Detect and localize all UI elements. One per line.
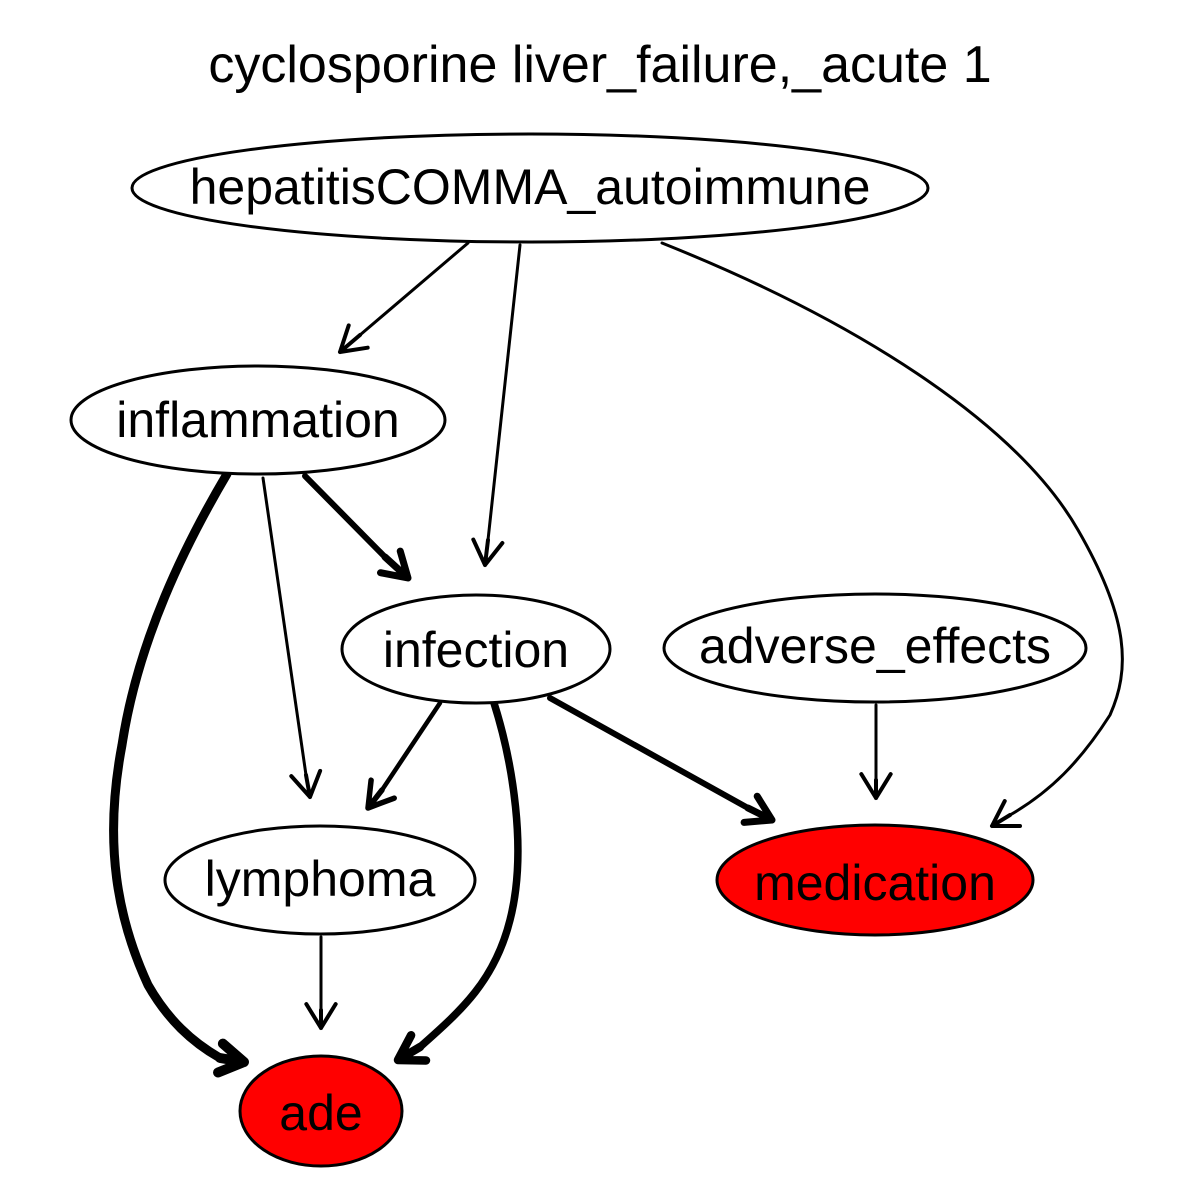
arrowhead <box>471 537 505 567</box>
edge-line <box>261 476 308 777</box>
edge-hepatitis-to-medication <box>660 241 1124 829</box>
node-inflammation[interactable]: inflammation <box>69 364 447 476</box>
arrowhead <box>377 547 412 582</box>
node-label: infection <box>383 622 569 678</box>
edge-line <box>486 243 522 542</box>
node-ellipse[interactable] <box>662 592 1088 704</box>
edge-hepatitis-to-inflammation <box>338 241 470 354</box>
arrowhead <box>365 777 397 811</box>
edge-line <box>302 473 388 560</box>
edge-inflammation-to-ade <box>109 469 249 1078</box>
node-hepatitis[interactable]: hepatitisCOMMA_autoimmune <box>130 132 930 244</box>
edge-infection-to-lymphoma <box>365 700 443 811</box>
nodes-layer: hepatitisCOMMA_autoimmune inflammation inf… <box>69 132 1088 1168</box>
node-label: medication <box>754 855 996 911</box>
arrowhead <box>289 768 323 799</box>
node-ellipse[interactable] <box>238 1054 404 1168</box>
edge-line <box>109 469 232 1063</box>
edge-lymphoma-to-ade <box>304 935 338 1030</box>
edge-hepatitis-to-infection <box>471 243 522 567</box>
edge-infection-to-medication <box>547 695 776 826</box>
node-infection[interactable]: infection <box>340 593 612 705</box>
node-label: hepatitisCOMMA_autoimmune <box>190 159 871 215</box>
node-lymphoma[interactable]: lymphoma <box>163 824 477 936</box>
node-ellipse[interactable] <box>130 132 930 244</box>
node-ellipse[interactable] <box>715 823 1035 937</box>
edge-line <box>379 700 443 793</box>
node-medication[interactable]: medication <box>715 823 1035 937</box>
edge-line <box>358 241 470 337</box>
arrowhead <box>740 792 776 826</box>
edge-line <box>660 241 1124 817</box>
edge-line <box>547 695 751 811</box>
arrowhead <box>213 1038 249 1078</box>
node-ellipse[interactable] <box>163 824 477 936</box>
edge-adverse_effects-to-medication <box>859 703 893 800</box>
node-ellipse[interactable] <box>69 364 447 476</box>
node-label: ade <box>279 1085 362 1141</box>
node-ade[interactable]: ade <box>238 1054 404 1168</box>
arrowhead <box>990 799 1022 829</box>
edge-inflammation-to-infection <box>302 473 412 582</box>
edge-inflammation-to-lymphoma <box>261 476 323 799</box>
node-label: lymphoma <box>205 851 436 907</box>
arrowhead <box>859 772 893 800</box>
edges-layer <box>109 241 1124 1078</box>
arrowhead <box>338 323 370 354</box>
node-label: inflammation <box>116 392 399 448</box>
edge-infection-to-ade <box>393 699 522 1065</box>
arrowhead <box>304 1002 338 1030</box>
node-adverse-effects[interactable]: adverse_effects <box>662 592 1088 704</box>
graph-title: cyclosporine liver_failure,_acute 1 <box>208 36 991 94</box>
arrowhead <box>393 1031 431 1065</box>
node-label: adverse_effects <box>699 618 1051 674</box>
node-ellipse[interactable] <box>340 593 612 705</box>
edge-line <box>416 699 522 1051</box>
